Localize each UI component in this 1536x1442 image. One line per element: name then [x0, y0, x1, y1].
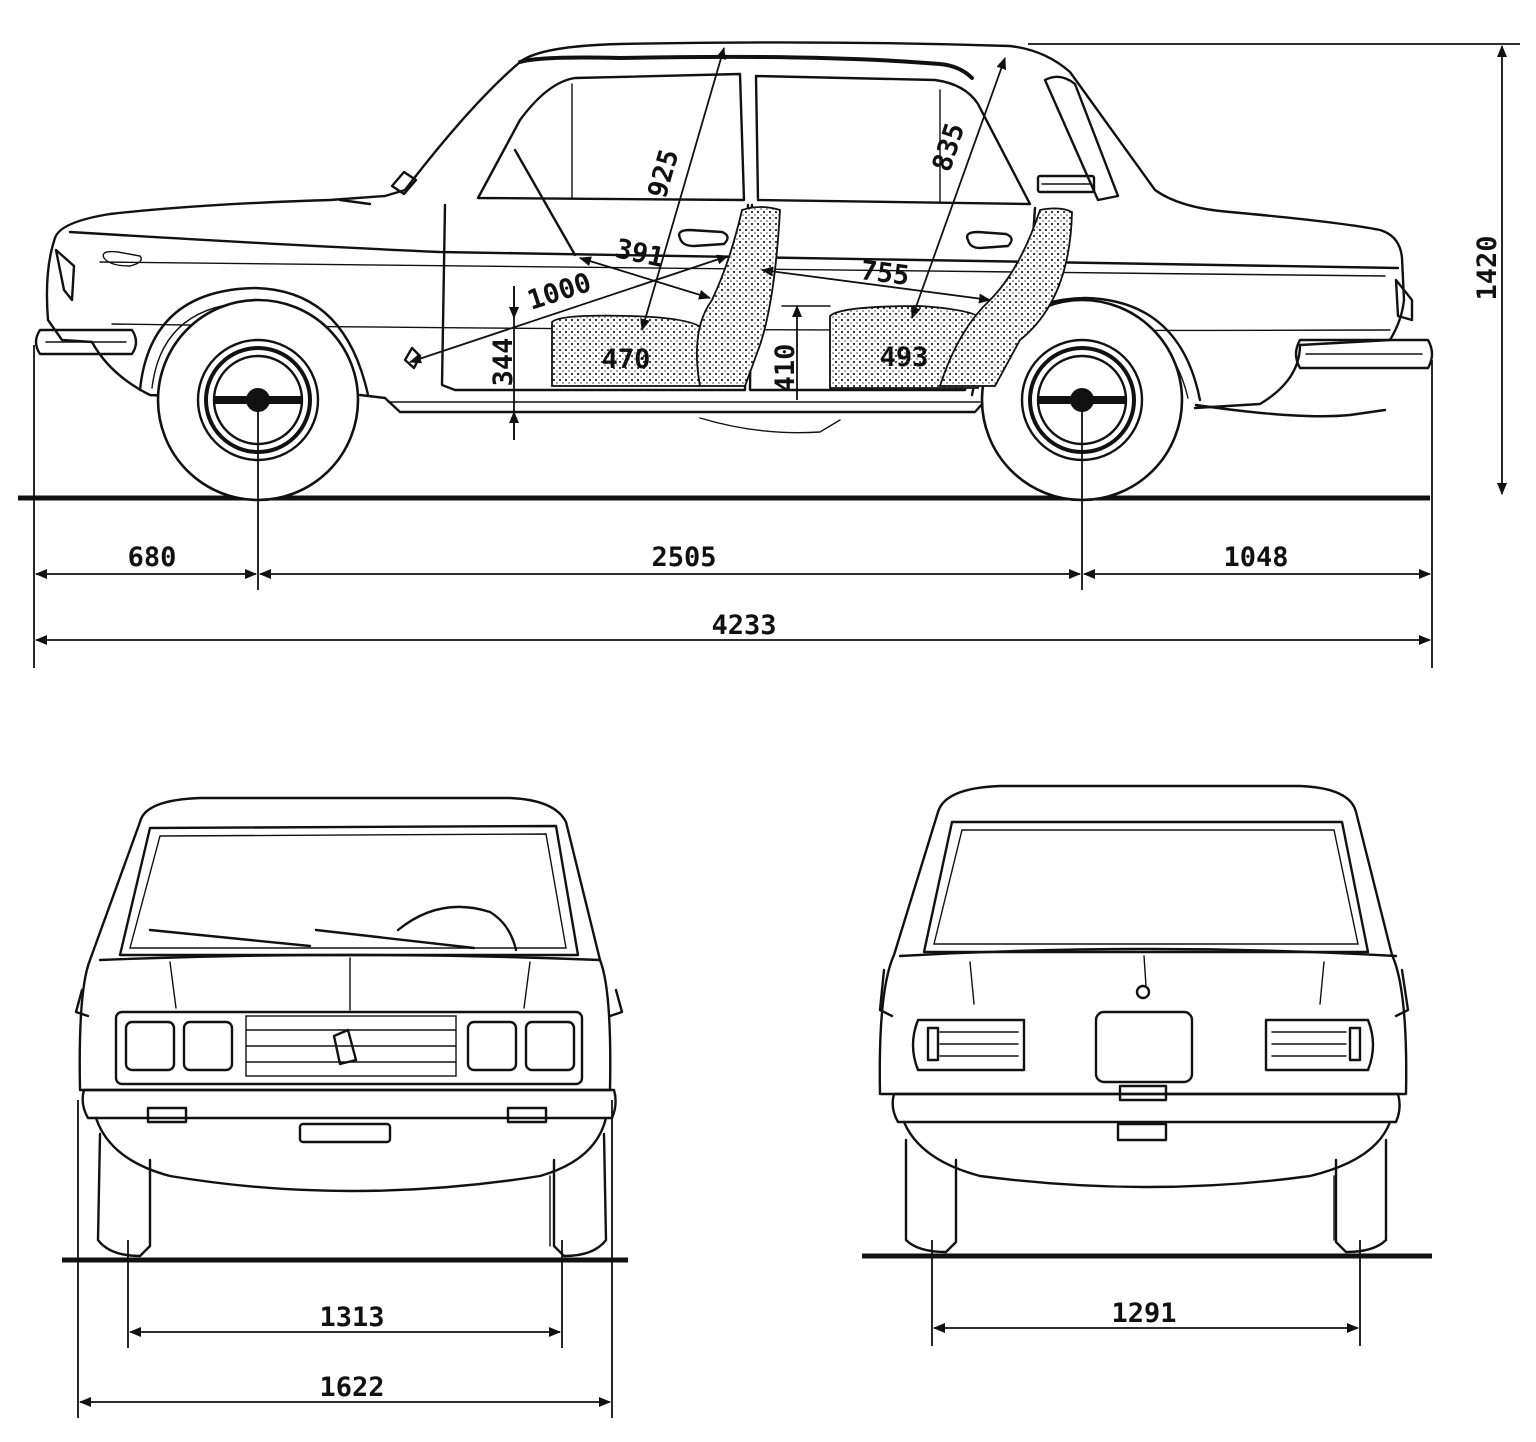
- front-view: 1313 1622: [62, 796, 628, 1418]
- rear-headroom-label: 835: [927, 119, 972, 175]
- front-headroom-label: 925: [642, 146, 685, 201]
- front-overhang-label: 680: [128, 542, 177, 573]
- overall-width-label: 1622: [319, 1372, 384, 1403]
- rear-view-dimensions: 1291: [931, 1240, 1361, 1346]
- rear-track-label: 1291: [1111, 1298, 1176, 1329]
- wheelbase-label: 2505: [651, 542, 716, 573]
- car-bumpers-side: [34, 248, 1434, 370]
- exterior-dimension-lines: [33, 43, 1520, 668]
- interior-dimension-arrows: [409, 47, 1007, 440]
- floor-height-label: 344: [488, 338, 519, 387]
- car-body-rear: [878, 784, 1410, 1254]
- height-label: 1420: [1472, 235, 1503, 300]
- front-seat-reach-label: 1000: [524, 267, 595, 317]
- front-track-label: 1313: [319, 1302, 384, 1333]
- rear-overhang-label: 1048: [1223, 542, 1288, 573]
- rear-view: 1291: [862, 784, 1432, 1346]
- side-view: 680 2505 1048 4233 1420 925 835 1000 391…: [18, 41, 1520, 668]
- overall-length-label: 4233: [711, 610, 776, 641]
- rear-cushion-height-label: 410: [770, 344, 801, 393]
- rear-legroom-label: 755: [859, 255, 911, 292]
- car-body-front: [74, 796, 624, 1258]
- front-view-dimensions: 1313 1622: [77, 1100, 613, 1418]
- rear-cushion-depth-label: 493: [880, 342, 929, 373]
- front-cushion-depth-label: 470: [602, 344, 651, 375]
- car-windows-side: [338, 54, 1120, 206]
